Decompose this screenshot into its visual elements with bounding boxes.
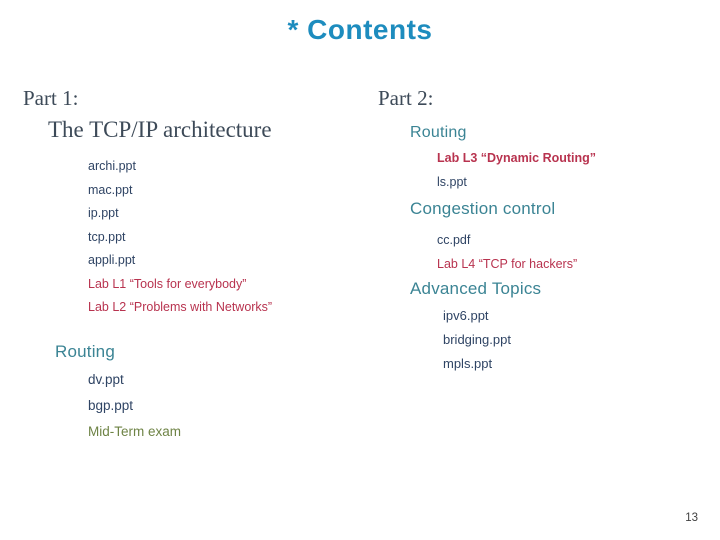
list-item: ls.ppt [437,175,467,189]
routing-heading-left: Routing [55,342,115,361]
part2-label: Part 2: [378,86,434,110]
page-number: 13 [685,512,698,524]
list-item: ipv6.ppt [443,308,489,323]
routing-file-list-right: Lab L3 “Dynamic Routing” ls.ppt [437,146,596,194]
slide-title: * Contents [287,14,433,45]
list-item: tcp.ppt [88,229,126,244]
list-item: cc.pdf [437,233,471,247]
list-item: archi.ppt [88,159,136,173]
tcpip-architecture-heading: The TCP/IP architecture [48,117,272,142]
list-item: Lab L3 “Dynamic Routing” [437,151,597,165]
list-item: Lab L2 “Problems with Networks” [88,300,273,314]
list-item: mpls.ppt [443,356,493,371]
list-item: bridging.ppt [443,332,511,347]
list-item: mac.ppt [88,182,133,197]
part1-label: Part 1: [23,86,79,110]
advanced-topics-heading: Advanced Topics [410,279,542,298]
list-item: dv.ppt [88,372,124,387]
list-item: appli.ppt [88,253,136,267]
list-item: Mid-Term exam [88,424,182,439]
routing-heading-right: Routing [410,124,467,141]
list-item: Lab L4 “TCP for hackers” [437,257,578,271]
advanced-file-list: ipv6.ppt bridging.ppt mpls.ppt [443,304,511,376]
congestion-control-heading: Congestion control [410,199,556,218]
list-item: Lab L1 “Tools for everybody” [88,276,247,291]
list-item: bgp.ppt [88,398,134,413]
list-item: ip.ppt [88,206,119,220]
